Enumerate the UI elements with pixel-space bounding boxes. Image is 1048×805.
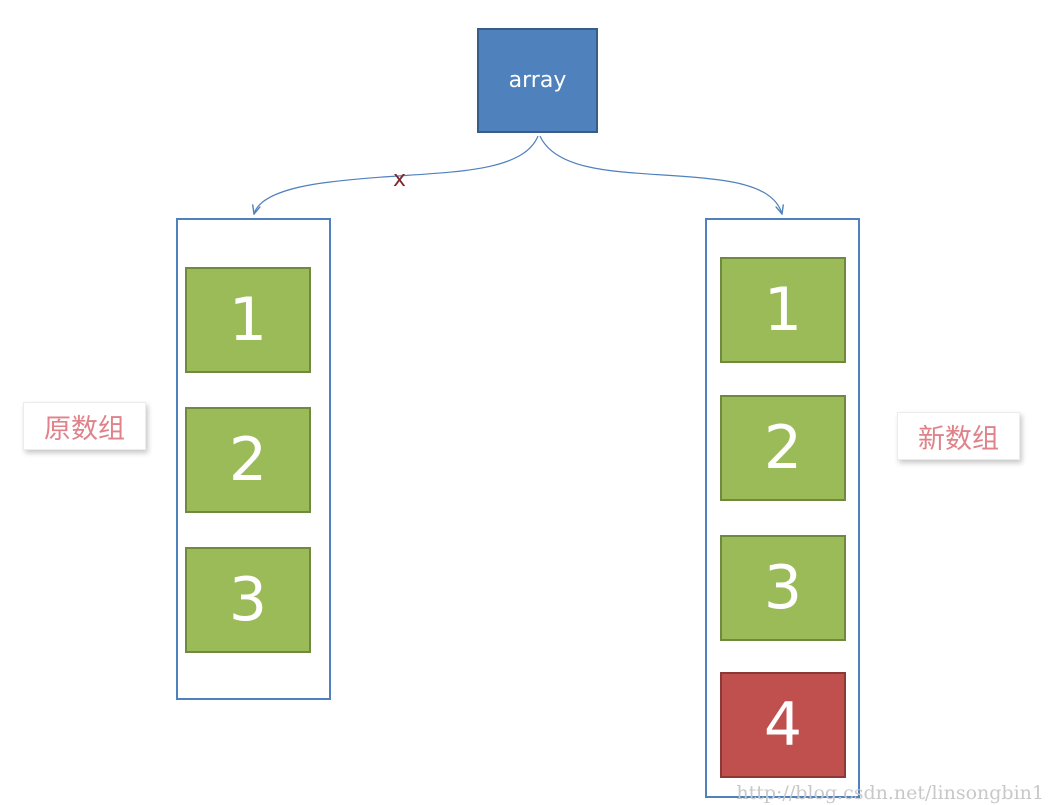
new-array-label-text: 新数组 xyxy=(918,423,999,455)
new-array-added-cell: 4 xyxy=(720,672,846,778)
new-array-container: 1 2 3 4 xyxy=(705,218,860,798)
broken-link-mark: x xyxy=(393,167,406,192)
original-array-label-text: 原数组 xyxy=(44,413,125,445)
new-array-cell: 3 xyxy=(720,535,846,641)
cell-value: 4 xyxy=(763,690,803,760)
original-array-container: 1 2 3 xyxy=(176,218,331,700)
array-node: array xyxy=(477,28,598,133)
original-array-cell: 2 xyxy=(185,407,311,513)
original-array-cell: 1 xyxy=(185,267,311,373)
new-array-cell: 1 xyxy=(720,257,846,363)
cell-value: 1 xyxy=(228,285,268,355)
arrow-to-new-array xyxy=(539,135,782,214)
cell-value: 1 xyxy=(763,275,803,345)
new-array-cell: 2 xyxy=(720,395,846,501)
arrow-to-original-array xyxy=(254,135,539,214)
array-node-label: array xyxy=(508,68,567,93)
new-array-label: 新数组 xyxy=(897,412,1020,460)
watermark: http://blog.csdn.net/linsongbin1 xyxy=(736,782,1044,804)
cell-value: 3 xyxy=(228,565,268,635)
cell-value: 2 xyxy=(763,413,803,483)
cell-value: 3 xyxy=(763,553,803,623)
original-array-cell: 3 xyxy=(185,547,311,653)
original-array-label: 原数组 xyxy=(23,402,146,450)
cell-value: 2 xyxy=(228,425,268,495)
